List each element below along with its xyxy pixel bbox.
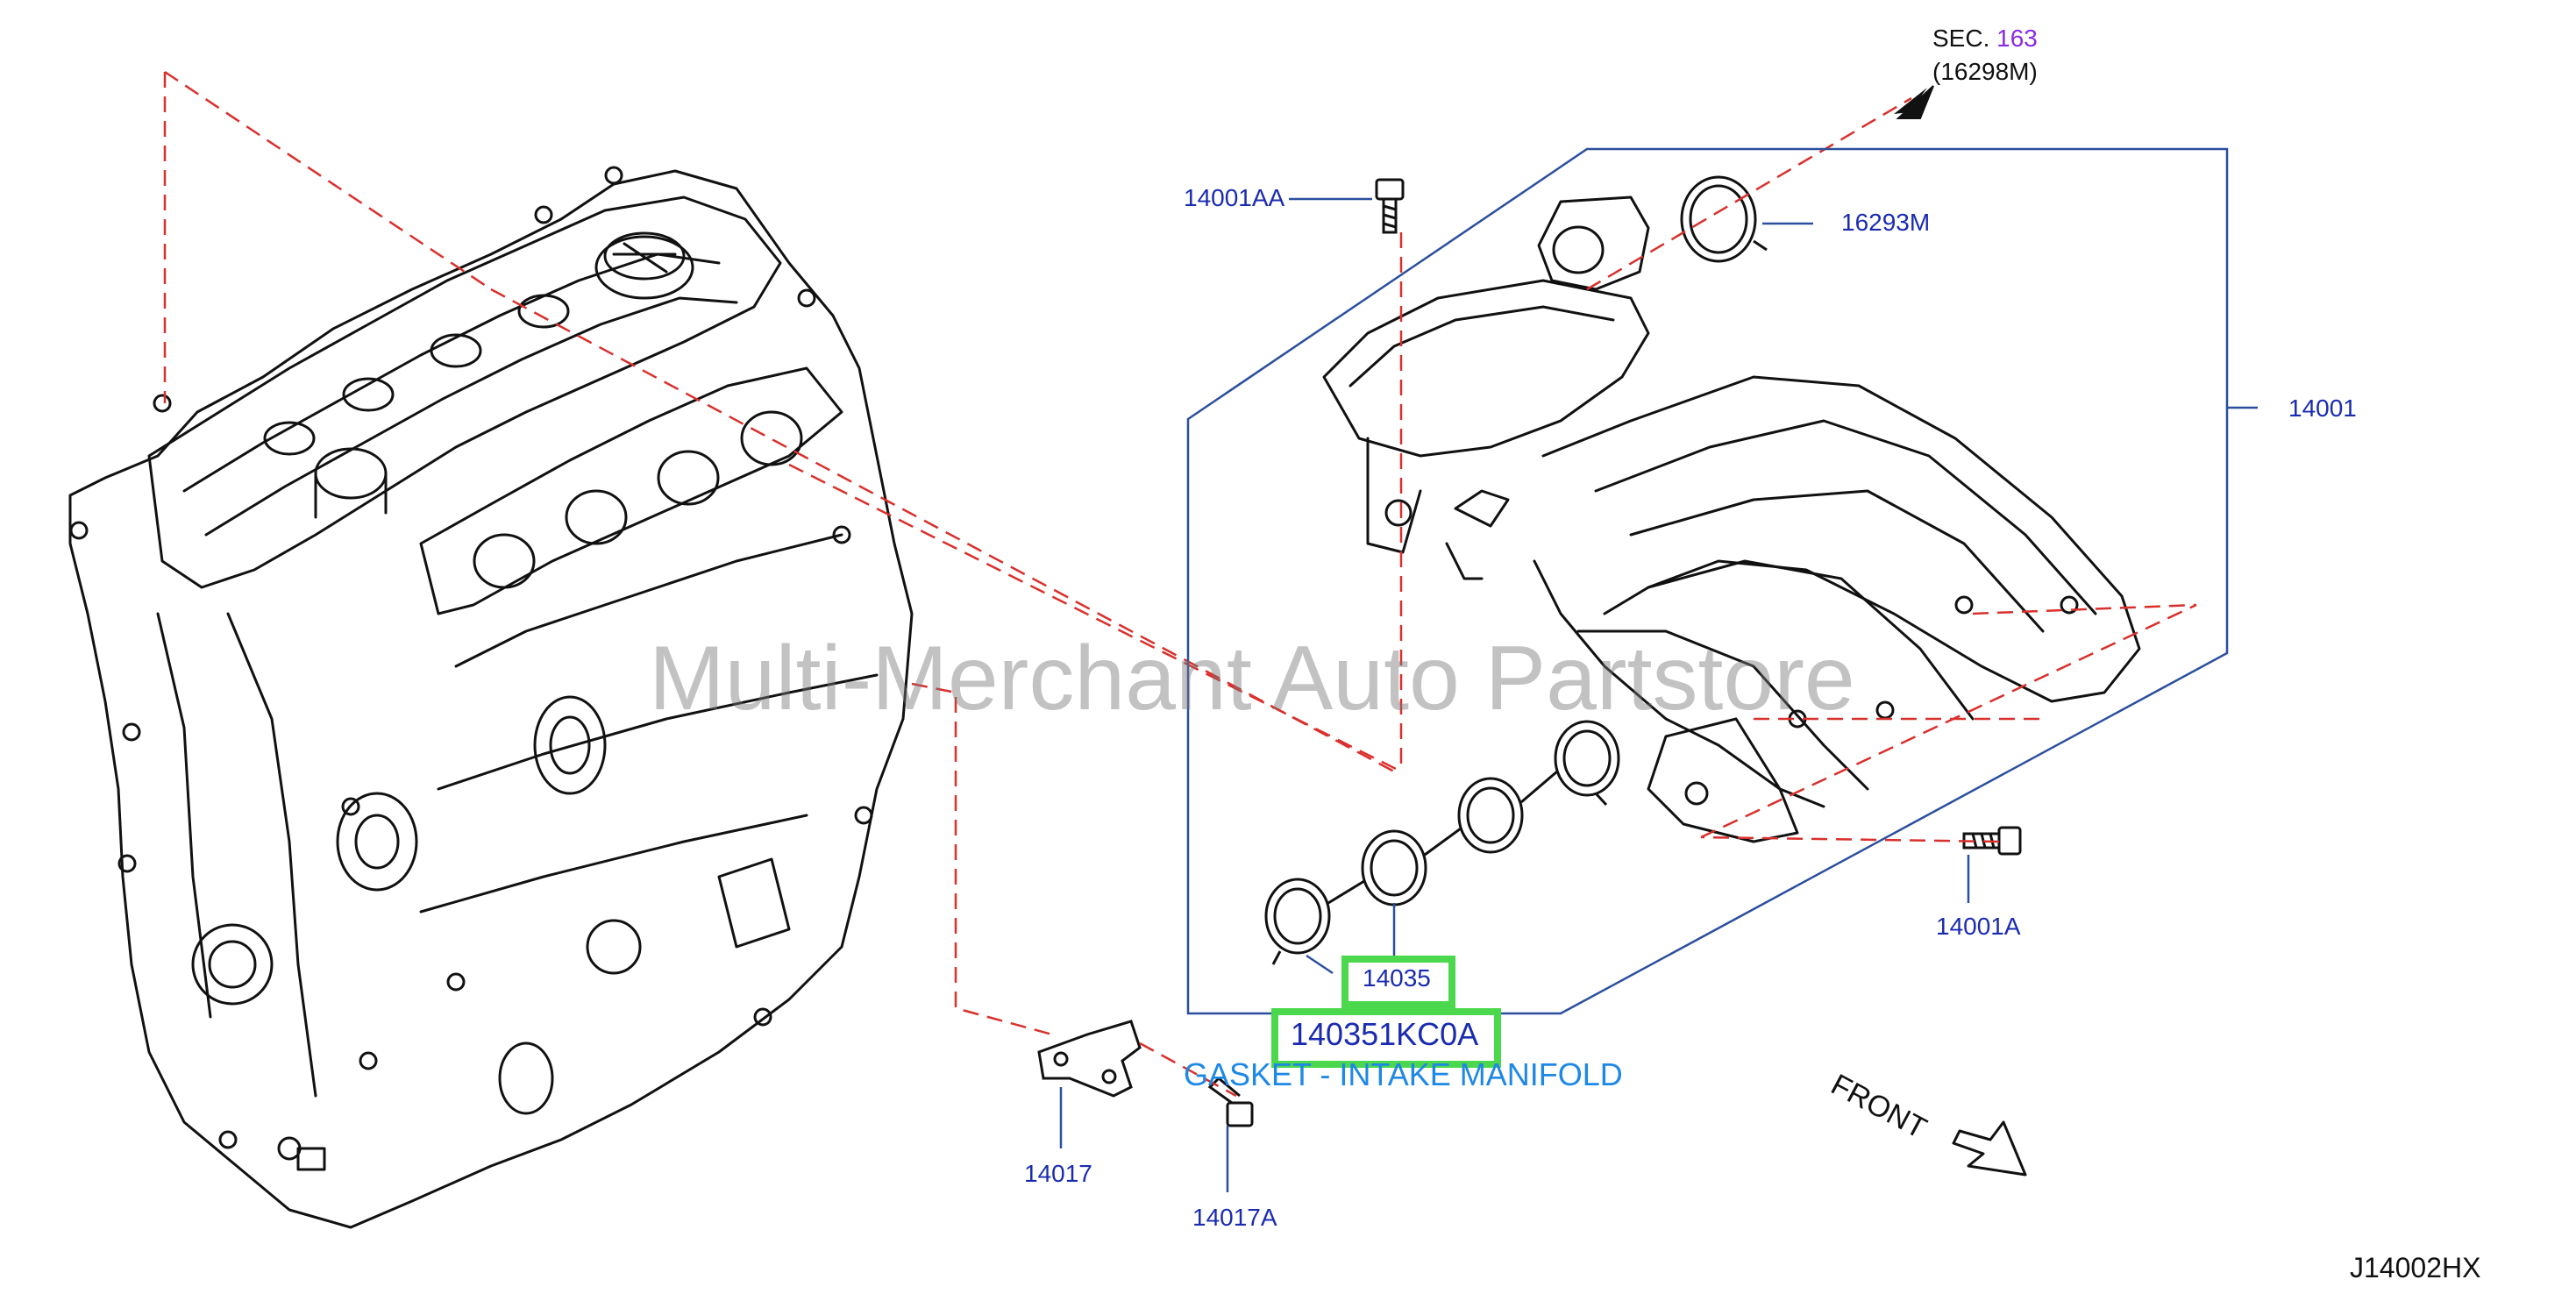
callout-14001[interactable]: 14001	[2288, 395, 2357, 422]
o-ring-16293m-illustration	[1680, 175, 1768, 263]
gasket-14035-illustration	[1264, 720, 1620, 965]
bolt-illustrations	[1037, 178, 2022, 1127]
highlight-box-group	[1341, 956, 1455, 1008]
front-arrow-icon	[1952, 1120, 2027, 1177]
diagram-code: J14002HX	[2350, 1252, 2481, 1283]
section-reference[interactable]: SEC. 163	[1932, 26, 2038, 51]
part-description[interactable]: GASKET - INTAKE MANIFOLD	[1184, 1056, 1623, 1092]
sec-arrow-icon	[1894, 85, 1934, 119]
intake-manifold-illustration	[1322, 196, 2141, 843]
part-number-140351kc0a[interactable]: 140351KC0A	[1291, 1016, 1479, 1052]
callout-14017[interactable]: 14017	[1024, 1160, 1092, 1187]
section-sub-reference: (16298M)	[1932, 58, 2038, 85]
callout-14001aa[interactable]: 14001AA	[1184, 184, 1285, 211]
section-prefix: SEC.	[1932, 25, 1990, 52]
exploded-view-dash-lines	[163, 70, 2197, 1098]
highlight-box-part-number	[1271, 1008, 1501, 1068]
label-leader-lines	[1059, 197, 1970, 1192]
manifold-callout-frame	[1186, 147, 2258, 1015]
callout-14035[interactable]: 14035	[1363, 964, 1431, 992]
section-number-link[interactable]: 163	[1996, 25, 2038, 52]
callout-14001a[interactable]: 14001A	[1936, 913, 2021, 940]
callout-14017a[interactable]: 14017A	[1192, 1204, 1277, 1231]
callout-16293m[interactable]: 16293M	[1841, 209, 1931, 236]
engine-block-illustration	[68, 166, 914, 1229]
